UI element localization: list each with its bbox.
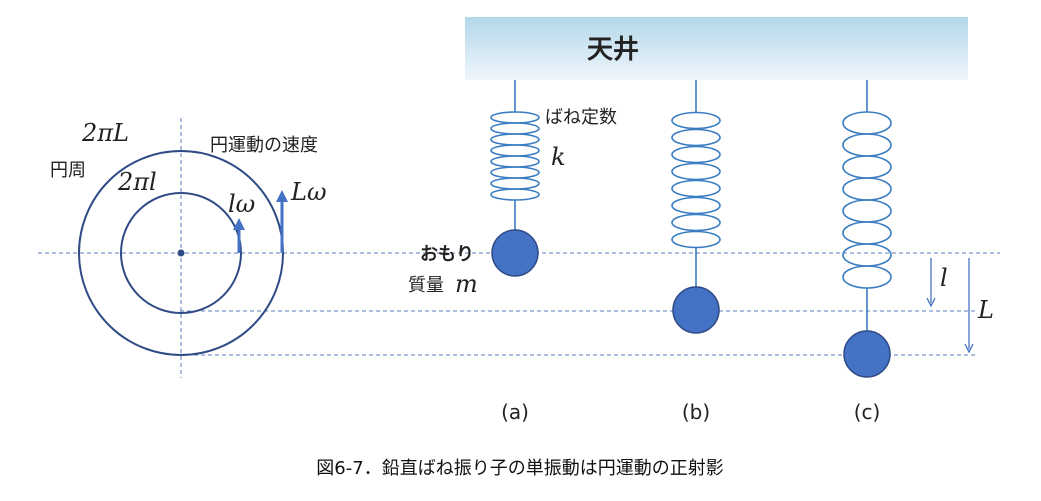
spring-b-coil-loop <box>671 111 721 130</box>
spring-constant-label: ばね定数 <box>545 107 617 128</box>
spring-a-coil-loop <box>490 122 540 135</box>
dimension-l-arrowhead <box>926 297 936 308</box>
mass-label: 質量 <box>408 275 444 296</box>
spring-b-coil-loop <box>671 179 721 198</box>
outer-velocity-label: Lω <box>290 178 327 206</box>
mass-c <box>843 330 891 378</box>
case-a-label: (a) <box>501 400 529 424</box>
inner-velocity-label: lω <box>228 190 255 218</box>
spring-c-coil <box>842 80 892 331</box>
outer-velocity-arrow-head <box>276 190 288 202</box>
figure-caption: 図6-7．鉛直ばね振り子の単振動は円運動の正射影 <box>316 458 723 479</box>
spring-b-coil-loop <box>671 196 721 215</box>
spring-b-coil-loop <box>671 128 721 147</box>
spring-c-coil-loop <box>842 199 892 223</box>
spring-c-coil-loop <box>842 265 892 289</box>
spring-a-coil-loop <box>490 177 540 190</box>
mass-a <box>491 229 539 277</box>
spring-b-coil <box>671 80 721 287</box>
spring-c-coil-loop <box>842 243 892 267</box>
case-b-label: (b) <box>682 400 710 424</box>
dimension-L-arrowhead <box>964 343 974 354</box>
spring-b-coil-loop <box>671 230 721 249</box>
spring-a-coil-loop <box>490 188 540 201</box>
inner-velocity-arrow-head <box>233 218 245 230</box>
spring-a-coil-loop <box>490 166 540 179</box>
spring-c-coil-loop <box>842 111 892 135</box>
spring-a-coil <box>490 80 540 230</box>
velocity-label: 円運動の速度 <box>210 135 318 156</box>
spring-c-coil-loop <box>842 155 892 179</box>
circumference-label: 円周 <box>50 160 86 181</box>
case-c-label: (c) <box>854 400 881 424</box>
spring-c-coil-loop <box>842 221 892 245</box>
dimension-l-label: l <box>940 264 948 292</box>
spring-c-coil-loop <box>842 133 892 157</box>
weight-label: おもり <box>420 244 474 265</box>
circle-center-dot <box>177 249 185 257</box>
spring-a-coil-loop <box>490 111 540 124</box>
spring-a-coil-loop <box>490 155 540 168</box>
inner-circumference-label: 2πl <box>117 168 157 196</box>
outer-circumference-label: 2πL <box>81 119 129 147</box>
spring-b-coil-loop <box>671 213 721 232</box>
spring-constant-symbol: k <box>551 143 566 171</box>
ceiling-bar <box>465 17 968 80</box>
mass-b <box>672 286 720 334</box>
dimension-L-label: L <box>977 296 994 324</box>
spring-b-coil-loop <box>671 145 721 164</box>
spring-c-coil-loop <box>842 177 892 201</box>
spring-a-coil-loop <box>490 133 540 146</box>
ceiling-label: 天井 <box>587 35 639 65</box>
inner-circle <box>120 192 242 314</box>
mass-symbol: m <box>455 270 478 298</box>
spring-b-coil-loop <box>671 162 721 181</box>
spring-a-coil-loop <box>490 144 540 157</box>
